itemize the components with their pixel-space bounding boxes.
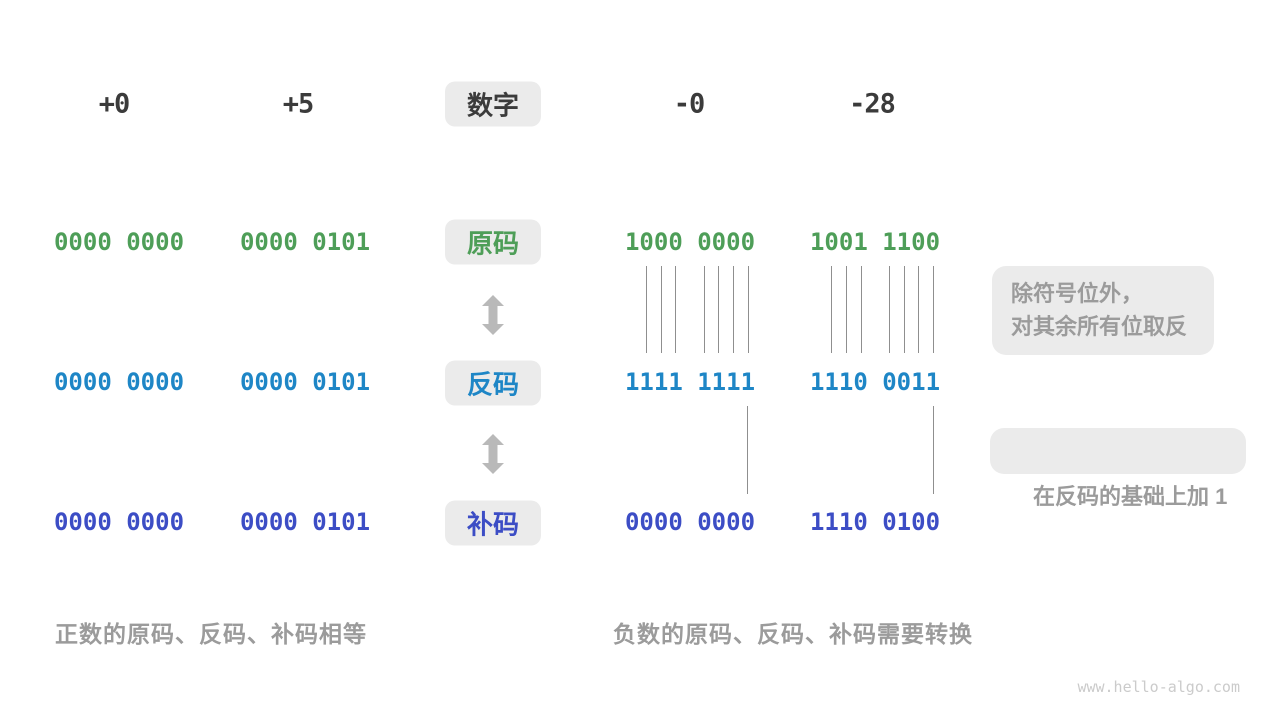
bit-line — [661, 266, 662, 353]
bit-line — [748, 266, 749, 353]
bit-value: 0000 0000 — [53, 368, 185, 396]
numbers-label: 数字 — [466, 90, 519, 121]
bit-value: 0000 0101 — [239, 368, 371, 396]
invert-note-line2: 对其余所有位取反 — [1011, 314, 1188, 339]
carry-line — [933, 406, 934, 494]
twos-complement-label-box: 补码 — [445, 500, 541, 546]
bit-value: 1110 0100 — [809, 508, 941, 536]
bit-line — [918, 266, 919, 353]
bit-value: 1000 0000 — [624, 228, 756, 256]
header-number-pos0: +0 — [98, 88, 131, 120]
ones-complement-label: 反码 — [466, 369, 519, 400]
twos-complement-label: 补码 — [466, 509, 519, 540]
carry-line — [747, 406, 748, 494]
bit-line — [904, 266, 905, 353]
bit-value: 0000 0101 — [239, 228, 371, 256]
updown-arrow-icon — [480, 434, 506, 474]
ones-complement-label-box: 反码 — [445, 360, 541, 406]
invert-note-line1: 除符号位外， — [1011, 281, 1144, 306]
bit-line — [704, 266, 705, 353]
sign-magnitude-label: 原码 — [466, 228, 519, 259]
bit-value: 0000 0101 — [239, 508, 371, 536]
bit-value: 1001 1100 — [809, 228, 941, 256]
invert-note-box: 除符号位外， 对其余所有位取反 — [992, 266, 1214, 355]
header-number-neg28: -28 — [849, 88, 896, 120]
add-one-note: 在反码的基础上加 1 — [1033, 484, 1228, 509]
header-number-neg0: -0 — [673, 88, 706, 120]
bit-value: 1111 1111 — [624, 368, 756, 396]
bit-line — [675, 266, 676, 353]
bit-line — [846, 266, 847, 353]
bit-line — [733, 266, 734, 353]
sign-magnitude-label-box: 原码 — [445, 219, 541, 265]
bit-value: 1110 0011 — [809, 368, 941, 396]
numbers-label-box: 数字 — [445, 81, 541, 127]
bit-line — [718, 266, 719, 353]
bit-value: 0000 0000 — [624, 508, 756, 536]
bit-line — [933, 266, 934, 353]
updown-arrow-icon — [480, 295, 506, 335]
caption-positive: 正数的原码、反码、补码相等 — [55, 621, 367, 647]
bit-line — [646, 266, 647, 353]
add-one-note-box: 在反码的基础上加 1 — [990, 428, 1246, 509]
bit-line — [831, 266, 832, 353]
bit-line — [861, 266, 862, 353]
watermark: www.hello-algo.com — [1077, 678, 1240, 696]
header-number-pos5: +5 — [282, 88, 315, 120]
bit-line — [889, 266, 890, 353]
bit-value: 0000 0000 — [53, 228, 185, 256]
caption-negative: 负数的原码、反码、补码需要转换 — [613, 621, 973, 647]
bit-value: 0000 0000 — [53, 508, 185, 536]
